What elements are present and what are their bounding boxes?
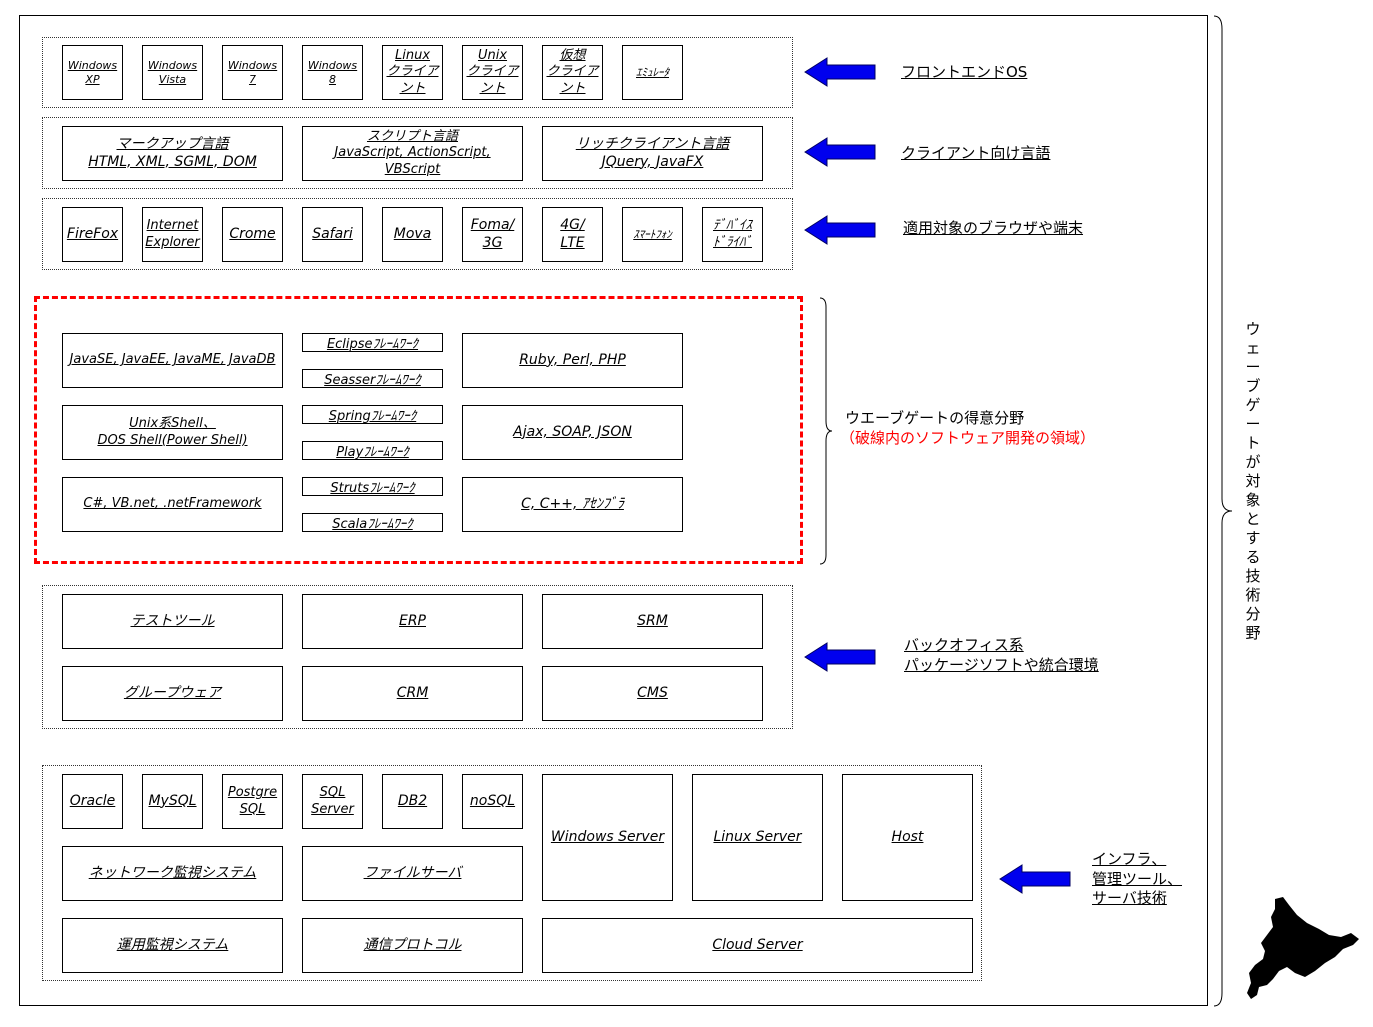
os-emulator[interactable]: ｴﾐｭﾚｰﾀ bbox=[622, 45, 683, 100]
infrastructure-label: インフラ、 管理ツール、 サーバ技術 bbox=[1092, 850, 1183, 907]
os-windows-vista[interactable]: Windows Vista bbox=[142, 45, 203, 100]
arrow-left-icon bbox=[804, 642, 876, 672]
browsers-group bbox=[42, 198, 793, 270]
arrow-left-icon bbox=[804, 215, 876, 245]
scripting-languages-box[interactable]: Ruby, Perl, PHP bbox=[462, 333, 683, 388]
network-monitor-box[interactable]: ネットワーク監視システム bbox=[62, 846, 283, 901]
rich-client-language-box[interactable]: リッチクライアント言語 JQuery, JavaFX bbox=[542, 126, 763, 181]
groupware-box[interactable]: グループウェア bbox=[62, 666, 283, 721]
client-languages-label: クライアント向け言語 bbox=[901, 144, 1051, 162]
ops-monitor-box[interactable]: 運用監視システム bbox=[62, 918, 283, 973]
browser-crome[interactable]: Crome bbox=[222, 207, 283, 262]
frontend-os-group bbox=[42, 37, 793, 108]
backoffice-group bbox=[42, 585, 793, 729]
db-postgresql[interactable]: Postgre SQL bbox=[222, 774, 283, 829]
db-sql-server[interactable]: SQL Server bbox=[302, 774, 363, 829]
arrow-left-icon bbox=[804, 57, 876, 87]
device-foma-3g[interactable]: Foma/ 3G bbox=[462, 207, 523, 262]
browsers-label: 適用対象のブラウザや端末 bbox=[903, 219, 1084, 237]
infrastructure-group bbox=[42, 765, 982, 981]
file-server-box[interactable]: ファイルサーバ bbox=[302, 846, 523, 901]
vertical-title: ウェーブゲートが対象とする技術分野 bbox=[1245, 320, 1261, 642]
curly-brace-icon bbox=[1213, 15, 1233, 1007]
framework-seasser[interactable]: Seasserﾌﾚｰﾑﾜｰｸ bbox=[302, 369, 443, 388]
erp-box[interactable]: ERP bbox=[302, 594, 523, 649]
db-oracle[interactable]: Oracle bbox=[62, 774, 123, 829]
framework-eclipse[interactable]: Eclipseﾌﾚｰﾑﾜｰｸ bbox=[302, 333, 443, 352]
arrow-left-icon bbox=[804, 137, 876, 167]
db-nosql[interactable]: noSQL bbox=[462, 774, 523, 829]
script-language-box[interactable]: スクリプト言語 JavaScript, ActionScript, VBScri… bbox=[302, 126, 523, 181]
dotnet-box[interactable]: C#, VB.net, .netFramework bbox=[62, 477, 283, 532]
device-4g-lte[interactable]: 4G/ LTE bbox=[542, 207, 603, 262]
device-driver[interactable]: ﾃﾞﾊﾞｲｽ ﾄﾞﾗｲﾊﾞ bbox=[702, 207, 763, 262]
test-tool-box[interactable]: テストツール bbox=[62, 594, 283, 649]
framework-spring[interactable]: Springﾌﾚｰﾑﾜｰｸ bbox=[302, 405, 443, 424]
browser-safari[interactable]: Safari bbox=[302, 207, 363, 262]
host-box[interactable]: Host bbox=[842, 774, 973, 901]
device-mova[interactable]: Mova bbox=[382, 207, 443, 262]
backoffice-label: バックオフィス系 パッケージソフトや統合環境 bbox=[904, 636, 1099, 674]
windows-server-box[interactable]: Windows Server bbox=[542, 774, 673, 901]
cloud-server-box[interactable]: Cloud Server bbox=[542, 918, 973, 973]
crm-box[interactable]: CRM bbox=[302, 666, 523, 721]
framework-struts[interactable]: Strutsﾌﾚｰﾑﾜｰｸ bbox=[302, 477, 443, 496]
web-protocols-box[interactable]: Ajax, SOAP, JSON bbox=[462, 405, 683, 460]
os-windows-7[interactable]: Windows 7 bbox=[222, 45, 283, 100]
curly-brace-icon bbox=[819, 297, 833, 565]
development-label-note: （破線内のソフトウェア開発の領域） bbox=[840, 429, 1096, 447]
development-label-title: ウエーブゲートの得意分野 bbox=[845, 409, 1025, 427]
outer-frame bbox=[19, 15, 1208, 1006]
device-smartphone[interactable]: ｽﾏｰﾄﾌｫﾝ bbox=[622, 207, 683, 262]
c-assembler-box[interactable]: C, C++, ｱｾﾝﾌﾞﾗ bbox=[462, 477, 683, 532]
browser-firefox[interactable]: FireFox bbox=[62, 207, 123, 262]
hokkaido-map-icon bbox=[1247, 897, 1359, 999]
os-windows-xp[interactable]: Windows XP bbox=[62, 45, 123, 100]
shell-box[interactable]: Unix系Shell、 DOS Shell(Power Shell) bbox=[62, 405, 283, 460]
client-languages-group bbox=[42, 117, 793, 189]
framework-play[interactable]: Playﾌﾚｰﾑﾜｰｸ bbox=[302, 441, 443, 460]
development-domain-group bbox=[34, 296, 803, 564]
arrow-left-icon bbox=[999, 864, 1071, 894]
cms-box[interactable]: CMS bbox=[542, 666, 763, 721]
browser-internet-explorer[interactable]: Internet Explorer bbox=[142, 207, 203, 262]
db-db2[interactable]: DB2 bbox=[382, 774, 443, 829]
os-virtual-client[interactable]: 仮想 クライアント bbox=[542, 45, 603, 100]
os-linux-client[interactable]: Linux クライアント bbox=[382, 45, 443, 100]
framework-scala[interactable]: Scalaﾌﾚｰﾑﾜｰｸ bbox=[302, 513, 443, 532]
os-unix-client[interactable]: Unix クライアント bbox=[462, 45, 523, 100]
srm-box[interactable]: SRM bbox=[542, 594, 763, 649]
protocol-box[interactable]: 通信プロトコル bbox=[302, 918, 523, 973]
db-mysql[interactable]: MySQL bbox=[142, 774, 203, 829]
linux-server-box[interactable]: Linux Server bbox=[692, 774, 823, 901]
os-windows-8[interactable]: Windows 8 bbox=[302, 45, 363, 100]
frontend-os-label: フロントエンドOS bbox=[901, 63, 1028, 81]
java-platform-box[interactable]: JavaSE, JavaEE, JavaME, JavaDB bbox=[62, 333, 283, 388]
markup-language-box[interactable]: マークアップ言語 HTML, XML, SGML, DOM bbox=[62, 126, 283, 181]
